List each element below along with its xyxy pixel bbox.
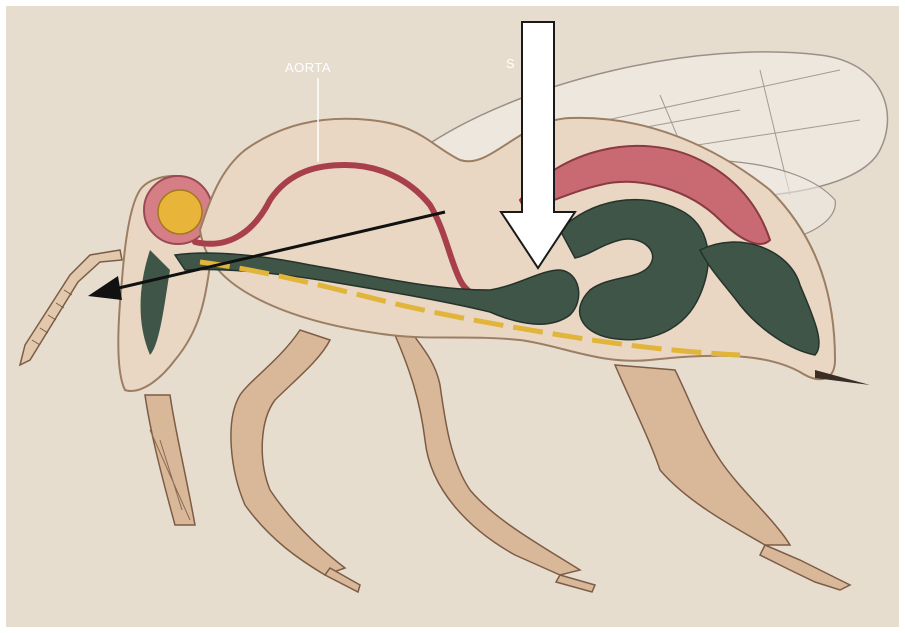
partial-top-label: S xyxy=(506,56,515,71)
aorta-label: AORTA xyxy=(285,60,331,75)
brain-ganglion xyxy=(158,190,202,234)
